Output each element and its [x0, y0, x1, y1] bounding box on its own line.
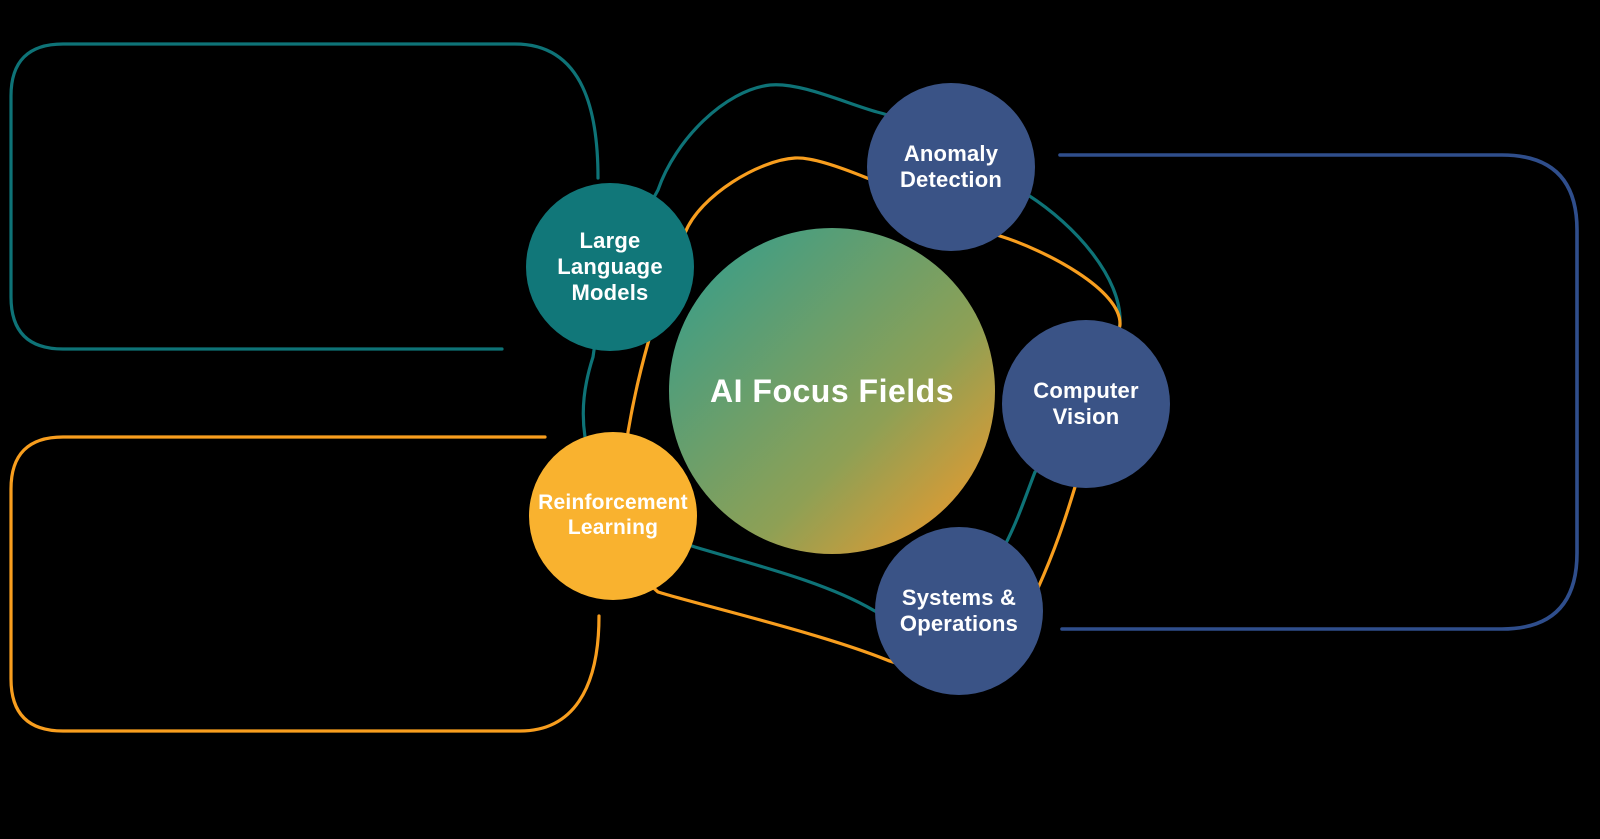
teal-callout-box	[9, 42, 600, 351]
node-circle-reinforcement-learning	[529, 432, 697, 600]
node-circle-large-language-models	[526, 183, 694, 351]
node-circle-systems-operations	[875, 527, 1043, 695]
center-circle	[669, 228, 995, 554]
orange-callout-box	[9, 435, 601, 733]
node-circle-anomaly-detection	[867, 83, 1035, 251]
node-circle-computer-vision	[1002, 320, 1170, 488]
blue-callout-box	[1058, 153, 1579, 631]
